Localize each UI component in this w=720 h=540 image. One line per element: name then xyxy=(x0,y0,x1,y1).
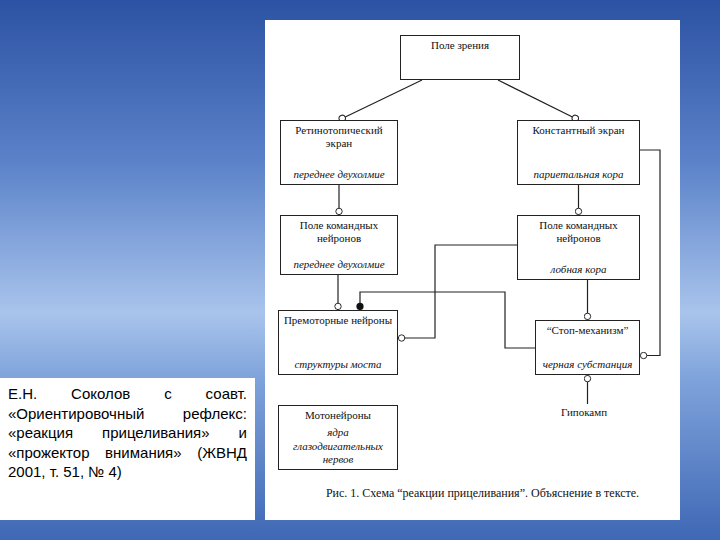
process-box: Константный экран париетальная кора xyxy=(517,120,640,185)
node-subtitle: лобная кора xyxy=(522,263,635,276)
process-box: Премоторные нейроны структуры моста xyxy=(278,310,398,375)
connector xyxy=(498,80,579,120)
process-box: “Стоп-механизм” черная субстанция xyxy=(535,320,640,375)
node-title: “Стоп-механизм” xyxy=(540,324,635,337)
process-box: Поле командных нейронов лобная кора xyxy=(517,215,640,280)
connector xyxy=(339,80,422,120)
connector xyxy=(587,375,588,404)
node-subtitle: ядра глазодвигательных нервов xyxy=(283,426,393,466)
node-title: Константный экран xyxy=(522,124,635,137)
node-title: Е.Н. Соколов с соавт. «Ориентировочный р… xyxy=(8,384,247,482)
process-box: Поле зрения xyxy=(400,35,520,80)
node-title: Премоторные нейроны xyxy=(283,314,393,327)
connector xyxy=(640,150,660,356)
node-title: Поле командных нейронов xyxy=(522,219,635,245)
node-subtitle: структуры моста xyxy=(283,358,393,371)
connector xyxy=(578,185,579,215)
connector xyxy=(337,275,338,310)
node-title: Поле командных нейронов xyxy=(285,219,393,245)
node-subtitle: париетальная кора xyxy=(522,168,635,181)
node-subtitle: переднее двухолмие xyxy=(285,258,393,271)
node-subtitle: переднее двухолмие xyxy=(285,168,393,181)
node-title: Поле зрения xyxy=(405,39,515,52)
figure-caption: Рис. 1. Схема “реакции прицеливания”. Об… xyxy=(290,486,675,501)
node-subtitle: черная субстанция xyxy=(540,358,635,371)
connector xyxy=(587,280,588,320)
process-box: Ретинотопический экран переднее двухолмие xyxy=(280,120,398,185)
node-title: Ретинотопический экран xyxy=(285,124,393,150)
structure-label: Гипокамп xyxy=(553,404,615,422)
process-box: Мотонейроны ядра глазодвигательных нервов xyxy=(278,405,398,470)
connector xyxy=(338,185,339,215)
process-box: Поле командных нейронов переднее двухолми… xyxy=(280,215,398,275)
node-title: Гипокамп xyxy=(555,406,613,419)
node-title: Мотонейроны xyxy=(283,409,393,422)
citation-box: Е.Н. Соколов с соавт. «Ориентировочный р… xyxy=(0,378,255,520)
